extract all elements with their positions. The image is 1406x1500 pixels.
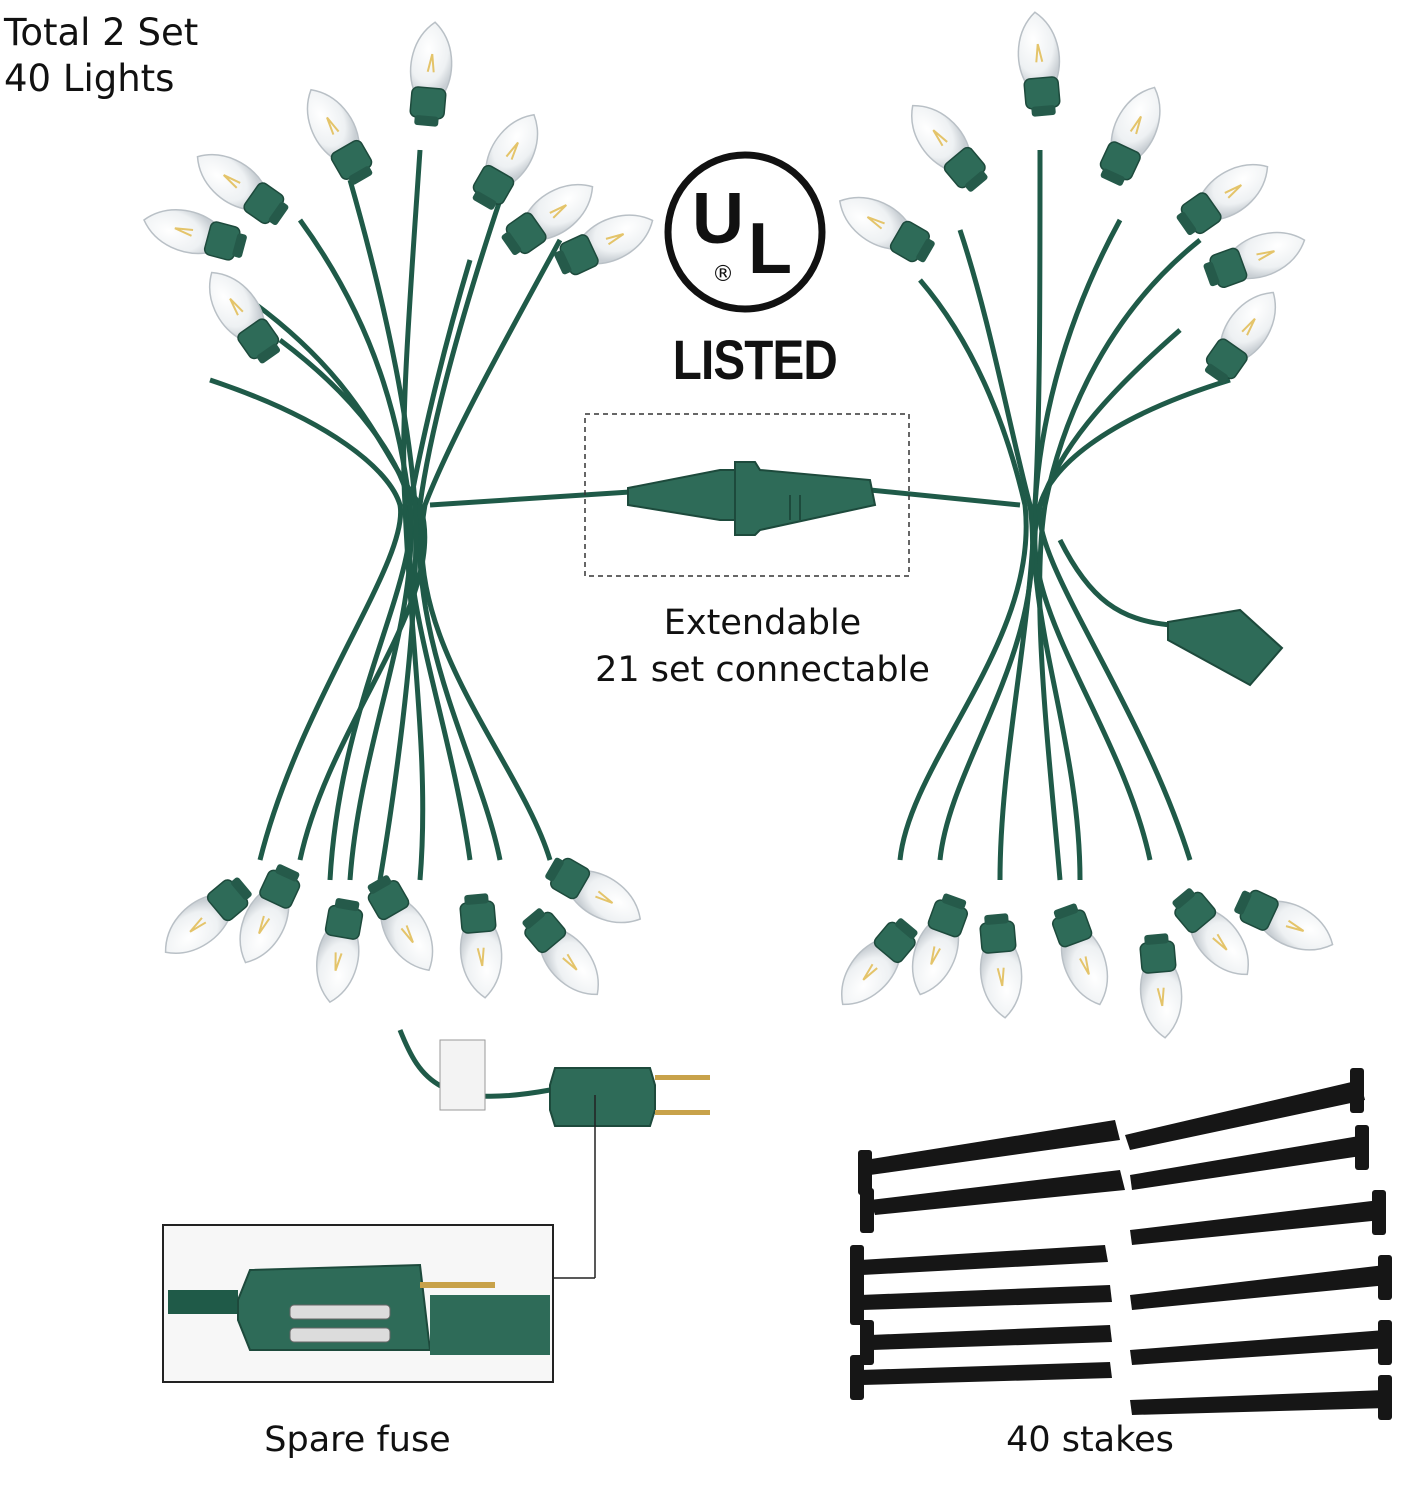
- ul-listed-label: LISTED: [672, 328, 838, 391]
- ul-listed-logo: [664, 151, 826, 313]
- ul-letter-l: L: [748, 209, 792, 289]
- left-light-string: [209, 149, 631, 1099]
- total-lights-label: 40 Lights: [4, 57, 175, 100]
- total-sets-label: Total 2 Set: [4, 11, 199, 54]
- header-text: Total 2 Set 40 Lights: [4, 10, 198, 102]
- garden-stake: [1130, 1255, 1392, 1310]
- fuse-plug-closeup: [162, 1224, 554, 1383]
- connectable-label: 21 set connectable: [595, 650, 930, 690]
- garden-stake: [850, 1245, 1108, 1290]
- left-top-bulbs: [137, 19, 663, 371]
- ul-letter-u: U: [692, 179, 744, 259]
- spare-fuse-caption: Spare fuse: [264, 1420, 451, 1460]
- extension-connector: [584, 413, 910, 577]
- garden-stake: [850, 1355, 1112, 1400]
- left-bottom-bulbs: [151, 848, 652, 1009]
- extendable-caption: Extendable 21 set connectable: [585, 600, 940, 694]
- end-socket: [1167, 608, 1284, 687]
- garden-stake: [1130, 1125, 1369, 1190]
- garden-stake: [1130, 1375, 1392, 1420]
- garden-stake: [860, 1320, 1112, 1365]
- garden-stake: [860, 1170, 1125, 1233]
- extendable-label: Extendable: [663, 603, 862, 643]
- right-light-string: [869, 149, 1231, 881]
- stakes-caption: 40 stakes: [1006, 1420, 1174, 1460]
- garden-stake: [1125, 1068, 1365, 1150]
- plug-icon: [439, 1039, 710, 1279]
- garden-stake: [1130, 1190, 1386, 1245]
- registered-mark: ®: [712, 262, 734, 287]
- garden-stake: [850, 1280, 1112, 1325]
- garden-stakes: [850, 1068, 1392, 1420]
- garden-stake: [858, 1120, 1120, 1195]
- garden-stake: [1130, 1320, 1392, 1365]
- right-bottom-bulbs: [826, 880, 1343, 1041]
